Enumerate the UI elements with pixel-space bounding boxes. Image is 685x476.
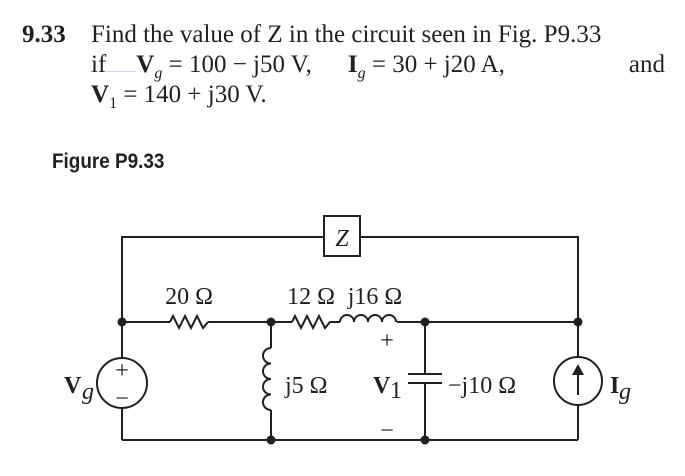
and-word: and xyxy=(628,51,665,78)
resistor-20 xyxy=(169,313,209,331)
problem-line-1: Find the value of Z in the circuit seen … xyxy=(91,21,602,48)
resistor-12 xyxy=(291,313,333,331)
wire-top-left xyxy=(121,236,324,322)
current-arrow-head xyxy=(572,364,584,375)
r12-label: 12 Ω xyxy=(287,284,335,310)
vg-plus: + xyxy=(115,358,129,384)
ig-subscript-label: g xyxy=(619,379,631,405)
node-cap-top xyxy=(420,317,430,327)
v1-minus: − xyxy=(380,418,394,444)
ig-subscript: g xyxy=(357,65,366,82)
if-word: if xyxy=(91,51,107,78)
vg-value: = 100 − j50 V, xyxy=(162,51,312,78)
ig-label: I xyxy=(610,373,619,399)
problem-line-3: V1 = 140 + j30 V. xyxy=(91,80,267,112)
vg-subscript-label: g xyxy=(82,379,94,405)
l5-label: j5 Ω xyxy=(284,373,328,399)
voltage-source-vg xyxy=(96,357,148,409)
z-label: Z xyxy=(335,226,349,252)
inductor-j16 xyxy=(339,314,397,323)
current-source-ig xyxy=(553,356,603,406)
node-l5-bottom xyxy=(266,435,276,445)
problem-line-2: if Vg = 100 − j50 V, Ig = 30 + j20 A, and xyxy=(91,50,665,82)
v1-plus: + xyxy=(380,328,394,354)
circuit-wires xyxy=(96,215,603,441)
wire-top-right xyxy=(360,236,579,322)
v1-subscript-label: 1 xyxy=(390,378,402,404)
cap-label: −j10 Ω xyxy=(448,373,516,399)
v1-value: = 140 + j30 V. xyxy=(117,81,267,108)
circuit-nodes xyxy=(117,317,583,445)
vg-minus: − xyxy=(115,386,129,412)
node-cap-bottom xyxy=(420,435,430,445)
v1-symbol: V xyxy=(91,81,110,108)
inductor-j5 xyxy=(262,347,272,411)
vg-label: V xyxy=(64,373,82,399)
v1-label: V xyxy=(373,373,391,399)
node-l5-top xyxy=(266,317,276,327)
impedance-z-box xyxy=(323,215,361,257)
v1-subscript: 1 xyxy=(109,95,118,112)
problem-number: 9.33 xyxy=(22,21,66,48)
node-left-top xyxy=(117,317,127,327)
link-underline xyxy=(106,51,137,72)
vg-subscript: g xyxy=(154,65,163,82)
r20-label: 20 Ω xyxy=(165,284,213,310)
figure-title: Figure P9.33 xyxy=(52,150,165,173)
ig-value: = 30 + j20 A, xyxy=(365,51,505,78)
l16-label: j16 Ω xyxy=(347,284,403,310)
vg-symbol: V xyxy=(136,51,155,78)
ig-symbol: I xyxy=(347,51,358,78)
node-right-top xyxy=(573,317,583,327)
